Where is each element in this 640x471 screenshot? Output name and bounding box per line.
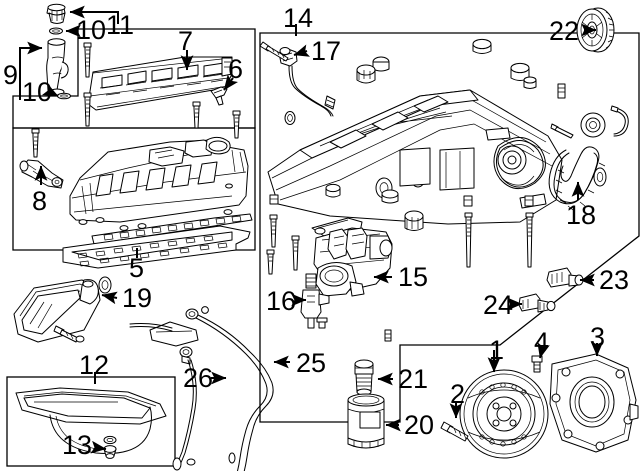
callout-1[interactable]: 1 [489, 335, 505, 365]
oil-pressure-sensor-art [546, 267, 584, 288]
filler-seal-upper-art [49, 27, 63, 35]
callout-15[interactable]: 15 [398, 262, 429, 292]
oil-cooler-art [13, 276, 112, 343]
rail-bolt-c [192, 101, 201, 129]
callout-10-upper[interactable]: 10 [76, 15, 107, 45]
callout-7[interactable]: 7 [178, 26, 194, 56]
balancer-bolt-art [440, 421, 469, 442]
callout-4[interactable]: 4 [534, 327, 550, 357]
callout-25[interactable]: 25 [296, 348, 327, 378]
oil-temperature-sensor-art [518, 293, 556, 313]
callout-3[interactable]: 3 [590, 322, 606, 352]
valve-cover-art [69, 136, 249, 231]
dipstick-art [185, 306, 274, 471]
camshaft-carrier-rail-art [87, 56, 233, 111]
callout-16[interactable]: 16 [266, 286, 297, 316]
callout-5[interactable]: 5 [129, 253, 145, 283]
rail-bolt-d [232, 110, 241, 139]
dipstick-tube-art [129, 321, 199, 471]
leader-lines [19, 5, 604, 454]
callout-13[interactable]: 13 [62, 430, 93, 460]
oil-filler-cap-art [46, 3, 66, 24]
callout-18[interactable]: 18 [566, 200, 597, 230]
callout-19[interactable]: 19 [122, 283, 153, 313]
valve-cover-gasket-lower [62, 225, 251, 269]
callout-21[interactable]: 21 [398, 364, 429, 394]
rear-main-seal-housing-art [549, 353, 639, 453]
callout-6[interactable]: 6 [228, 54, 244, 84]
oil-filter-art [347, 393, 385, 449]
callout-14[interactable]: 14 [283, 3, 314, 33]
callout-26[interactable]: 26 [183, 363, 214, 393]
callout-22[interactable]: 22 [549, 16, 580, 46]
callout-10-lower[interactable]: 10 [22, 77, 53, 107]
oil-pan-art [15, 387, 167, 459]
engine-block-art [259, 38, 629, 342]
callout-23[interactable]: 23 [599, 265, 630, 295]
rail-bolt-a [83, 42, 92, 78]
callout-11[interactable]: 11 [106, 10, 135, 40]
oil-filter-adapter-art [354, 359, 374, 396]
callout-8[interactable]: 8 [32, 186, 48, 216]
crankshaft-balancer-art [459, 369, 549, 459]
callout-9[interactable]: 9 [3, 60, 19, 90]
callout-20[interactable]: 20 [404, 410, 435, 440]
callout-24[interactable]: 24 [483, 290, 514, 320]
rail-bolt-b [83, 92, 92, 127]
filler-seal-lower-art [57, 92, 71, 100]
callout-12[interactable]: 12 [79, 350, 110, 380]
oil-deflector-clip-art [210, 86, 228, 106]
rear-cover-bolt-art [531, 355, 543, 373]
callout-2[interactable]: 2 [450, 379, 466, 409]
callout-17[interactable]: 17 [311, 36, 342, 66]
